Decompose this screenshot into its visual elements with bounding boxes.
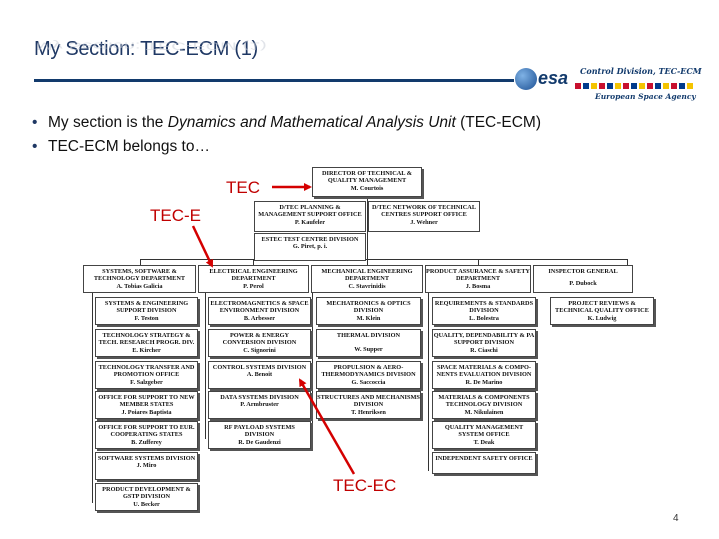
esa-logo-icon [515,68,537,90]
bullet-list: My section is the Dynamics and Mathemati… [30,114,541,162]
title-rule [34,79,514,82]
org-box-div-propulsion: PROPULSION & AERO-THERMODYNAMICS DIVISIO… [316,361,421,389]
page-number: 4 [673,513,679,524]
bullet-item-1: My section is the Dynamics and Mathemati… [30,114,541,132]
arrow-to-electrical-dept [191,225,214,268]
annotation-tec-e: TEC-E [150,206,201,225]
connector-col2 [205,293,206,439]
brand-line-2: European Space Agency [595,92,696,101]
connector-dept-2 [253,259,254,265]
org-box-cooperating-states-office: OFFICE FOR SUPPORT TO EUR. COOPERATING S… [95,421,198,449]
esa-logo-text: esa [538,68,569,88]
org-box-tech-transfer-office: TECHNOLOGY TRANSFER AND PROMOTION OFFICE… [95,361,198,389]
slide-title: My Section: TEC-ECM (1) [34,38,258,60]
arrow-to-control-systems [298,378,356,475]
connector-trunk [367,196,368,266]
org-box-div-electromagnetics: ELECTROMAGNETICS & SPACE ENVIRONMENT DIV… [208,297,311,325]
connector-col3 [312,293,313,423]
org-box-div-space-materials: SPACE MATERIALS & COMPO-NENTS EVALUATION… [432,361,536,389]
connector-dept-1 [140,259,141,265]
annotation-tec: TEC [226,178,260,197]
member-flags-strip [575,83,695,89]
connector-col4 [428,293,429,471]
annotation-tec-ec: TEC-EC [333,476,397,495]
org-box-planning-office: D/TEC PLANNING & MANAGEMENT SUPPORT OFFI… [254,201,366,232]
org-box-div-materials-components: MATERIALS & COMPONENTS TECHNOLOGY DIVISI… [432,391,536,419]
connector-dept-4 [478,259,479,265]
org-box-project-reviews-office: PROJECT REVIEWS & TECHNICAL QUALITY OFFI… [550,297,654,325]
bullet-item-2: TEC-ECM belongs to… [30,138,541,156]
org-box-div-quality-dependability: QUALITY, DEPENDABILITY & PA SUPPORT DIVI… [432,329,536,357]
org-box-director: DIRECTOR OF TECHNICAL & QUALITY MANAGEME… [312,167,422,197]
org-box-network-office: D/TEC NETWORK OF TECHNICAL CENTRES SUPPO… [368,201,480,232]
connector-col1 [92,293,93,503]
org-box-dept-systems: SYSTEMS, SOFTWARE & TECHNOLOGY DEPARTMEN… [83,265,196,293]
connector-dept-5 [627,259,628,265]
org-box-independent-safety-office: INDEPENDENT SAFETY OFFICE [432,452,536,474]
brand-line-1: Control Division, TEC-ECM [580,66,702,76]
org-box-div-technology-strategy: TECHNOLOGY STRATEGY & TECH. RESEARCH PRO… [95,329,198,357]
connector-dept-bar [140,259,628,260]
